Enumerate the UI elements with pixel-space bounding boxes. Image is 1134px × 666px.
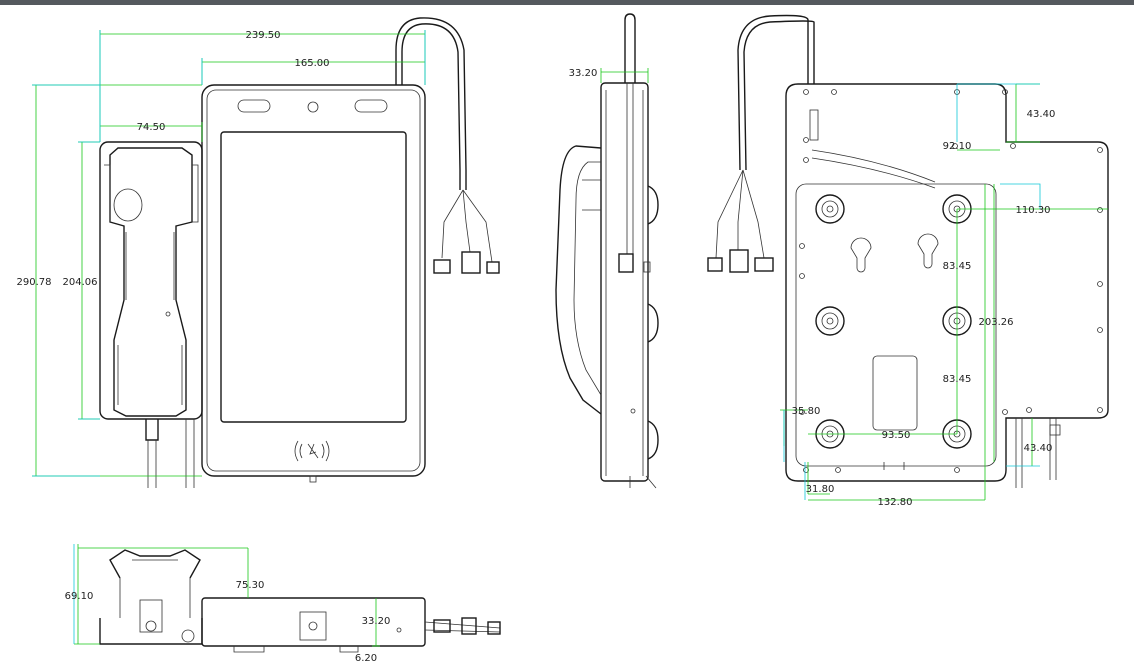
nfc-icon [294, 440, 330, 462]
dim-92-10: 92.10 [943, 141, 972, 152]
dim-43-40-bottom: 43.40 [1024, 443, 1053, 454]
handset-cradle [99, 141, 203, 488]
front-cable [395, 17, 500, 274]
dim-43-40-top: 43.40 [1027, 109, 1056, 120]
dim-290-78: 290.78 [17, 277, 52, 288]
dim-83-45-lower: 83.45 [943, 374, 972, 385]
dim-165-00: 165.00 [295, 58, 330, 69]
dim-83-45-upper: 83.45 [943, 261, 972, 272]
bottom-view [99, 549, 501, 653]
dimension-lines-cyan [32, 30, 1041, 644]
dim-75-30: 75.30 [236, 580, 265, 591]
terminal-body [201, 84, 426, 483]
dim-69-10: 69.10 [65, 591, 94, 602]
dim-35-80: 35.80 [792, 406, 821, 417]
front-view [99, 17, 500, 488]
dim-74-50: 74.50 [137, 122, 166, 133]
dimension-labels: 239.50 165.00 74.50 290.78 204.06 33.20 … [17, 30, 1056, 664]
dimension-lines-green [32, 30, 1108, 647]
dim-93-50: 93.50 [882, 430, 911, 441]
dim-239-50: 239.50 [246, 30, 281, 41]
boss-mid-left [815, 306, 845, 336]
dim-204-06: 204.06 [63, 277, 98, 288]
side-view [555, 13, 659, 489]
dim-31-80: 31.80 [806, 484, 835, 495]
top-bar [0, 0, 1134, 5]
dim-132-80: 132.80 [878, 497, 913, 508]
back-view [707, 14, 1109, 488]
dim-33-20-bottom: 33.20 [362, 616, 391, 627]
dim-6-20: 6.20 [355, 653, 377, 664]
dim-110-30: 110.30 [1016, 205, 1051, 216]
dim-33-20-side: 33.20 [569, 68, 598, 79]
boss-top-left [815, 194, 845, 224]
dim-203-26: 203.26 [979, 317, 1014, 328]
